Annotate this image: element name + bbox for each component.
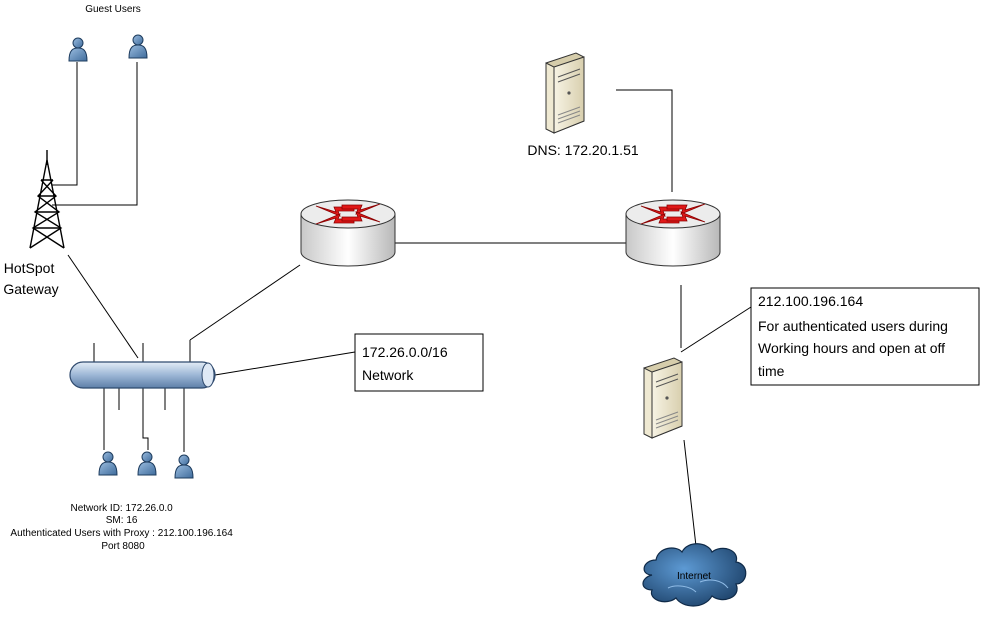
network-info-line: Authenticated Users with Proxy : 212.100…	[10, 528, 233, 539]
proxy-callout-line: Working hours and open at off	[758, 340, 945, 356]
internet-label: Internet	[677, 571, 711, 582]
router-icon	[300, 199, 396, 267]
connection-lines	[52, 62, 752, 556]
dns-server-icon	[545, 52, 585, 134]
proxy-callout-line: 212.100.196.164	[758, 293, 863, 309]
guest-user-icon	[128, 34, 148, 59]
hotspot-label-line: Gateway	[3, 281, 58, 297]
network-callout-line: 172.26.0.0/16	[362, 344, 448, 360]
internet-cloud-icon	[642, 543, 747, 607]
hotspot-gateway-label: HotSpot Gateway	[3, 260, 58, 297]
hotspot-label-line: HotSpot	[4, 260, 55, 276]
network-info: Network ID: 172.26.0.0 SM: 16 Authentica…	[10, 503, 235, 552]
guest-user-icon	[68, 37, 88, 62]
lan-user-icon	[174, 454, 194, 479]
lan-user-icon	[98, 451, 118, 476]
network-callout-line: Network	[362, 367, 414, 383]
proxy-callout-line: For authenticated users during	[758, 318, 948, 334]
proxy-server-icon	[643, 357, 683, 439]
network-callout: 172.26.0.0/16 Network	[354, 333, 484, 392]
proxy-callout-line: time	[758, 363, 785, 379]
network-bus	[69, 361, 216, 389]
lan-user-icon	[137, 451, 157, 476]
guest-users-label: Guest Users	[85, 4, 141, 15]
svg-text:212.100.196.164 For auth: 212.100.196.164 For authenticated users …	[758, 293, 952, 379]
dns-label: DNS: 172.20.1.51	[527, 142, 639, 158]
network-info-line: SM: 16	[106, 515, 138, 526]
antenna-tower-icon	[29, 150, 65, 249]
network-info-line: Network ID: 172.26.0.0	[70, 503, 173, 514]
network-info-line: Port 8080	[101, 541, 145, 552]
svg-text:172.26.0.0/16 Network: 172.26.0.0/16 Network	[362, 344, 452, 383]
router-icon	[625, 199, 721, 267]
proxy-callout: 212.100.196.164 For authenticated users …	[750, 287, 980, 386]
